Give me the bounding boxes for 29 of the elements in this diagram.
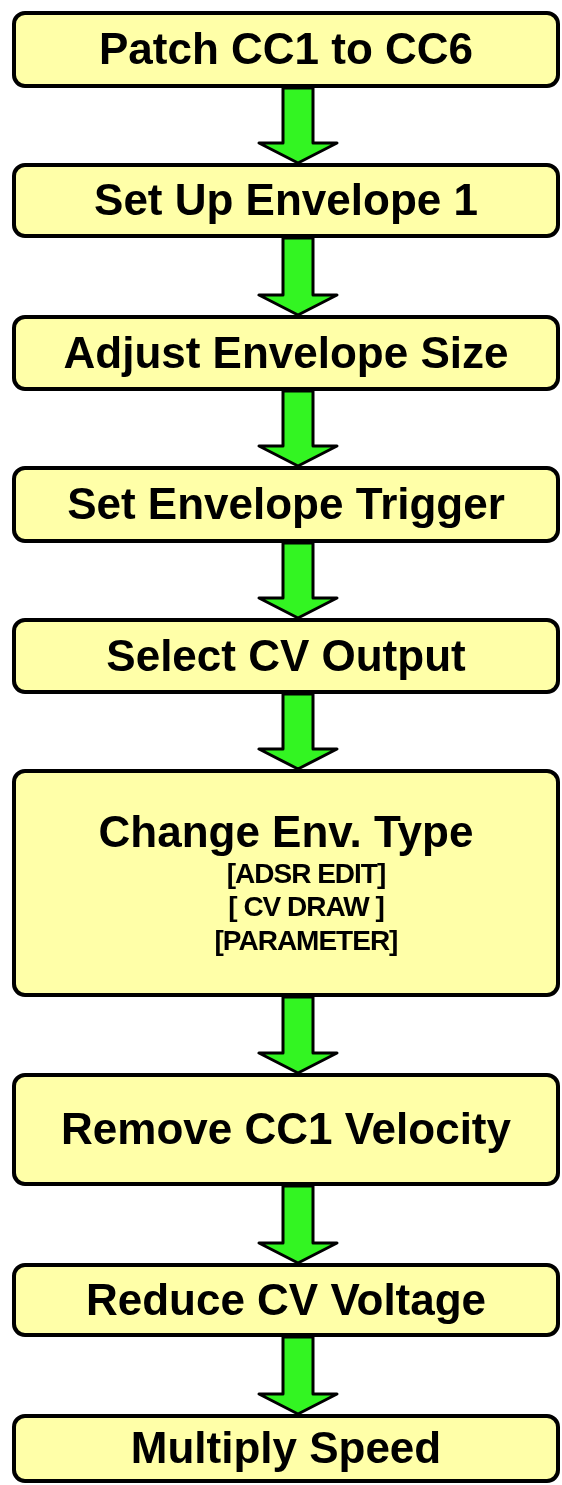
- step-title: Select CV Output: [106, 631, 466, 681]
- step-title: Set Envelope Trigger: [67, 480, 505, 529]
- arrow: [257, 1184, 339, 1265]
- arrow: [257, 86, 339, 165]
- option-text: [ADSR EDIT]: [226, 856, 386, 891]
- step-title: Reduce CV Voltage: [85, 1275, 487, 1325]
- arrow: [257, 389, 339, 468]
- step-title: Remove CC1 Velocity: [61, 1105, 511, 1154]
- option-text: [ CV DRAW ]: [228, 890, 384, 924]
- process-box: [12, 466, 560, 543]
- step-title: Adjust Envelope Size: [63, 328, 509, 378]
- step-title: Multiply Speed: [130, 1424, 442, 1473]
- step-title: Set Up Envelope 1: [94, 176, 478, 225]
- arrow: [257, 995, 339, 1075]
- step-title: Patch CC1 to CC6: [98, 25, 474, 74]
- option-text: [PARAMETER]: [214, 924, 398, 958]
- arrow: [257, 236, 339, 317]
- process-box: [12, 1263, 560, 1337]
- process-box: [12, 1414, 560, 1483]
- process-box: [12, 163, 560, 238]
- process-box: [12, 11, 560, 88]
- step-title: Change Env. Type: [98, 808, 474, 857]
- process-box: [12, 618, 560, 694]
- arrow: [257, 692, 339, 771]
- arrow: [257, 541, 339, 620]
- arrow: [257, 1335, 339, 1416]
- process-box: [12, 1073, 560, 1186]
- process-box: [12, 769, 560, 997]
- process-box: [12, 315, 560, 391]
